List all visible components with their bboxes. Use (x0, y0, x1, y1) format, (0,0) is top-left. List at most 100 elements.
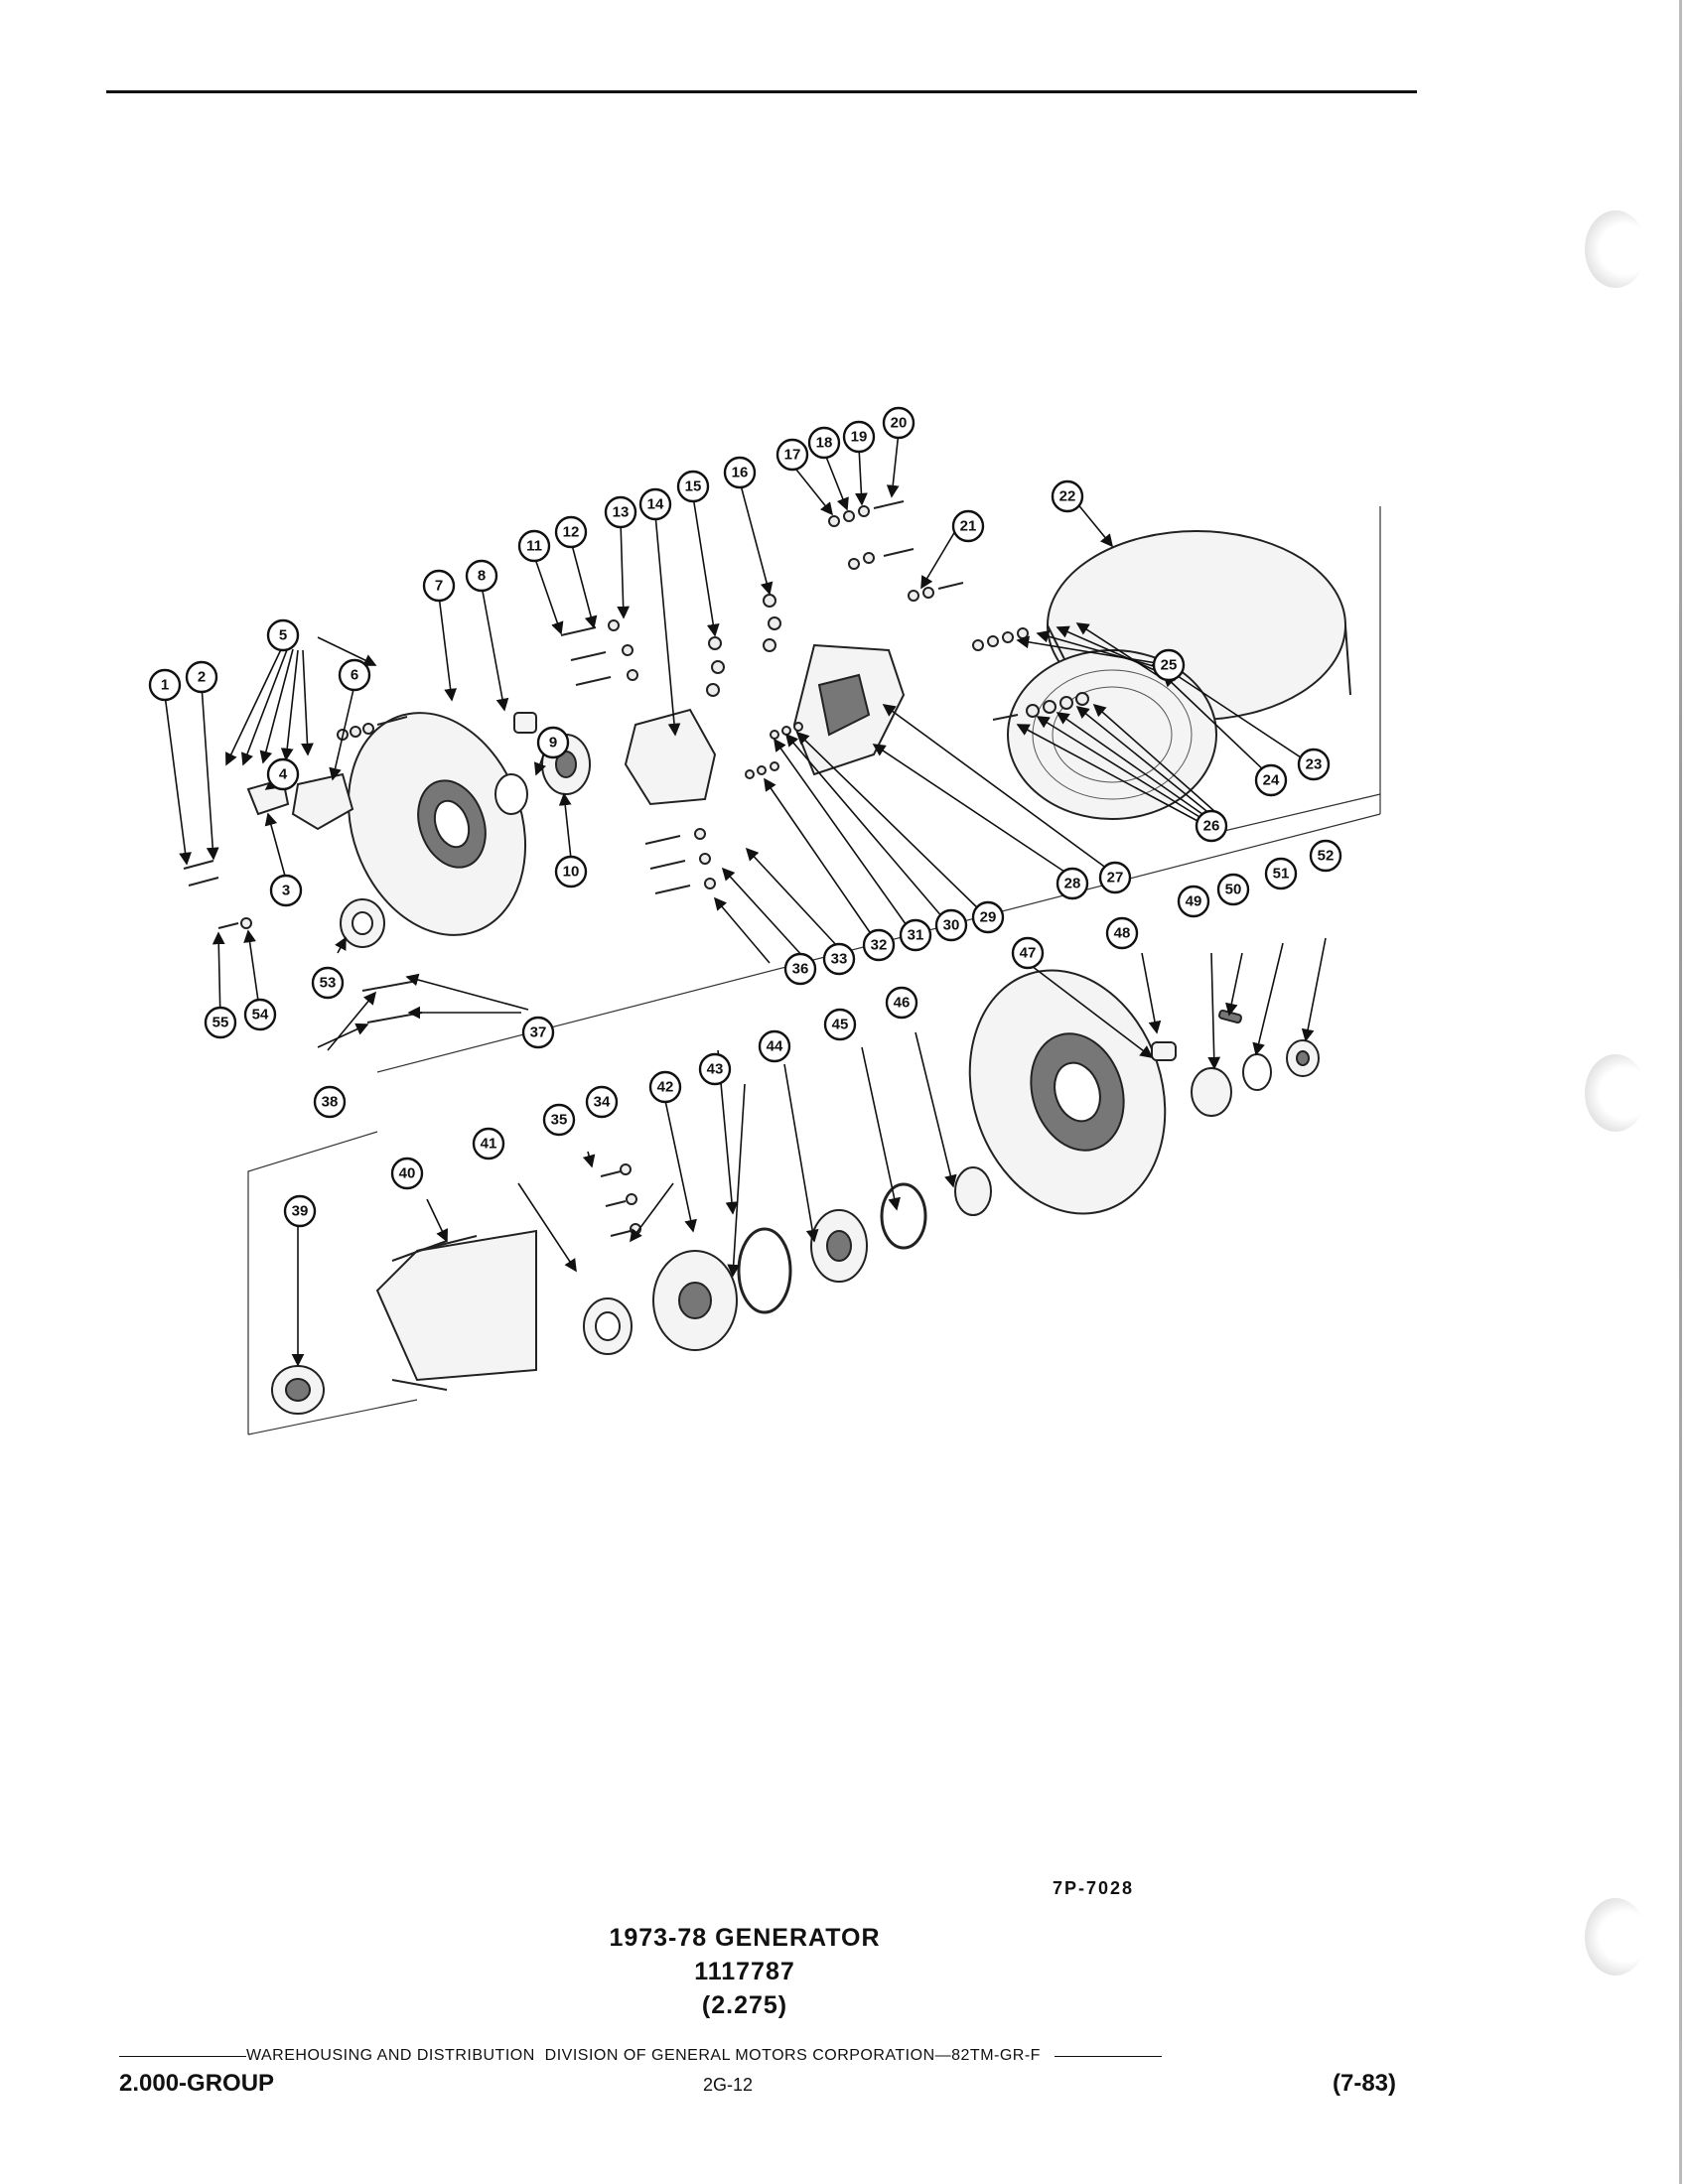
rotor-assembly-part (271, 1229, 537, 1415)
svg-text:7: 7 (435, 578, 443, 595)
svg-text:49: 49 (1186, 893, 1202, 910)
svg-text:2: 2 (198, 669, 206, 686)
callout-33: 33 (822, 942, 856, 976)
callout-15: 15 (676, 470, 710, 503)
svg-text:31: 31 (908, 927, 924, 944)
callout-44: 44 (758, 1029, 791, 1063)
callout-42: 42 (648, 1070, 682, 1104)
callout-7: 7 (422, 569, 456, 603)
svg-text:30: 30 (943, 917, 960, 934)
callout-51: 51 (1264, 857, 1298, 890)
svg-text:41: 41 (481, 1136, 497, 1153)
callout-1: 1 (148, 668, 182, 702)
svg-text:28: 28 (1064, 876, 1081, 892)
callout-31: 31 (899, 918, 932, 952)
brush-holder-part (624, 708, 717, 806)
footer-group: 2.000-GROUP (119, 2070, 275, 2097)
callout-29: 29 (971, 900, 1005, 934)
callout-21: 21 (951, 509, 985, 543)
drive-end-frame-part (968, 969, 1167, 1215)
svg-text:15: 15 (685, 478, 702, 495)
callout-28: 28 (1056, 867, 1089, 900)
svg-text:36: 36 (792, 961, 809, 978)
callout-17: 17 (775, 438, 809, 472)
svg-text:51: 51 (1273, 866, 1290, 883)
footer-publisher-line: WAREHOUSING AND DISTRIBUTION DIVISION OF… (119, 2047, 1385, 2065)
callout-16: 16 (723, 456, 757, 489)
callout-18: 18 (807, 426, 841, 460)
callout-49: 49 (1177, 885, 1210, 918)
callout-37: 37 (521, 1016, 555, 1049)
svg-text:3: 3 (282, 883, 290, 899)
svg-text:5: 5 (279, 627, 287, 644)
svg-text:6: 6 (351, 667, 358, 684)
rectifier-bridge-part (792, 643, 906, 776)
callout-6: 6 (338, 658, 371, 692)
callout-2: 2 (185, 660, 218, 694)
leader-lines (164, 431, 1327, 1367)
svg-text:43: 43 (707, 1061, 724, 1078)
svg-text:14: 14 (647, 496, 664, 513)
callout-25: 25 (1152, 648, 1186, 682)
svg-text:4: 4 (279, 766, 288, 783)
svg-text:53: 53 (320, 975, 337, 992)
svg-text:11: 11 (526, 538, 542, 555)
callout-55: 55 (204, 1006, 237, 1039)
svg-text:44: 44 (767, 1038, 783, 1055)
generator-exploded-diagram: 1 2 3 4 5 6 7 8 9 10 11 12 13 14 15 16 1… (148, 406, 1381, 1435)
callout-3: 3 (269, 874, 303, 907)
caption-title: 1973-78 GENERATOR (609, 1924, 881, 1952)
slip-ring-end-frame-part (347, 712, 527, 936)
callout-20: 20 (882, 406, 915, 440)
svg-text:8: 8 (478, 568, 486, 585)
callout-35: 35 (542, 1103, 576, 1137)
svg-text:9: 9 (549, 735, 557, 751)
svg-text:26: 26 (1203, 818, 1220, 835)
callout-36: 36 (783, 952, 817, 986)
callout-47: 47 (1011, 936, 1045, 970)
callout-32: 32 (862, 928, 896, 962)
callout-4: 4 (266, 757, 300, 791)
svg-text:50: 50 (1225, 882, 1242, 898)
svg-text:29: 29 (980, 909, 997, 926)
callout-9: 9 (536, 726, 570, 759)
svg-text:33: 33 (831, 951, 848, 968)
callout-50: 50 (1216, 873, 1250, 906)
callout-39: 39 (283, 1194, 317, 1228)
footer-publisher: WAREHOUSING AND DISTRIBUTION DIVISION OF… (246, 2047, 1041, 2064)
footer-page-number: 2G-12 (703, 2075, 754, 2095)
callout-46: 46 (885, 986, 918, 1020)
binder-hole-bottom (1585, 1898, 1646, 1976)
svg-text:55: 55 (212, 1015, 229, 1031)
callout-10: 10 (554, 855, 588, 888)
svg-text:20: 20 (891, 415, 908, 432)
svg-text:18: 18 (816, 435, 833, 452)
callout-52: 52 (1309, 839, 1342, 873)
callout-11: 11 (517, 529, 551, 563)
svg-text:17: 17 (784, 447, 801, 464)
callout-41: 41 (472, 1127, 505, 1160)
callout-45: 45 (823, 1008, 857, 1041)
svg-text:27: 27 (1107, 870, 1124, 887)
svg-text:22: 22 (1059, 488, 1076, 505)
callout-12: 12 (554, 515, 588, 549)
svg-text:42: 42 (657, 1079, 674, 1096)
exploded-view-figure: 1 2 3 4 5 6 7 8 9 10 11 12 13 14 15 16 1… (119, 397, 1410, 1469)
binder-hole-top (1585, 210, 1646, 288)
binder-hole-middle (1585, 1054, 1646, 1132)
callout-26: 26 (1195, 809, 1228, 843)
svg-text:45: 45 (832, 1017, 849, 1033)
svg-text:39: 39 (292, 1203, 309, 1220)
svg-text:54: 54 (252, 1007, 269, 1024)
screws-and-hardware (183, 500, 1173, 1237)
callout-5: 5 (266, 618, 300, 652)
svg-text:32: 32 (871, 937, 888, 954)
svg-text:37: 37 (530, 1024, 547, 1041)
callout-13: 13 (604, 495, 637, 529)
callout-22: 22 (1051, 479, 1084, 513)
callout-40: 40 (390, 1157, 424, 1190)
svg-text:1: 1 (161, 677, 169, 694)
svg-text:48: 48 (1114, 925, 1131, 942)
svg-text:24: 24 (1263, 772, 1280, 789)
callout-19: 19 (842, 420, 876, 454)
